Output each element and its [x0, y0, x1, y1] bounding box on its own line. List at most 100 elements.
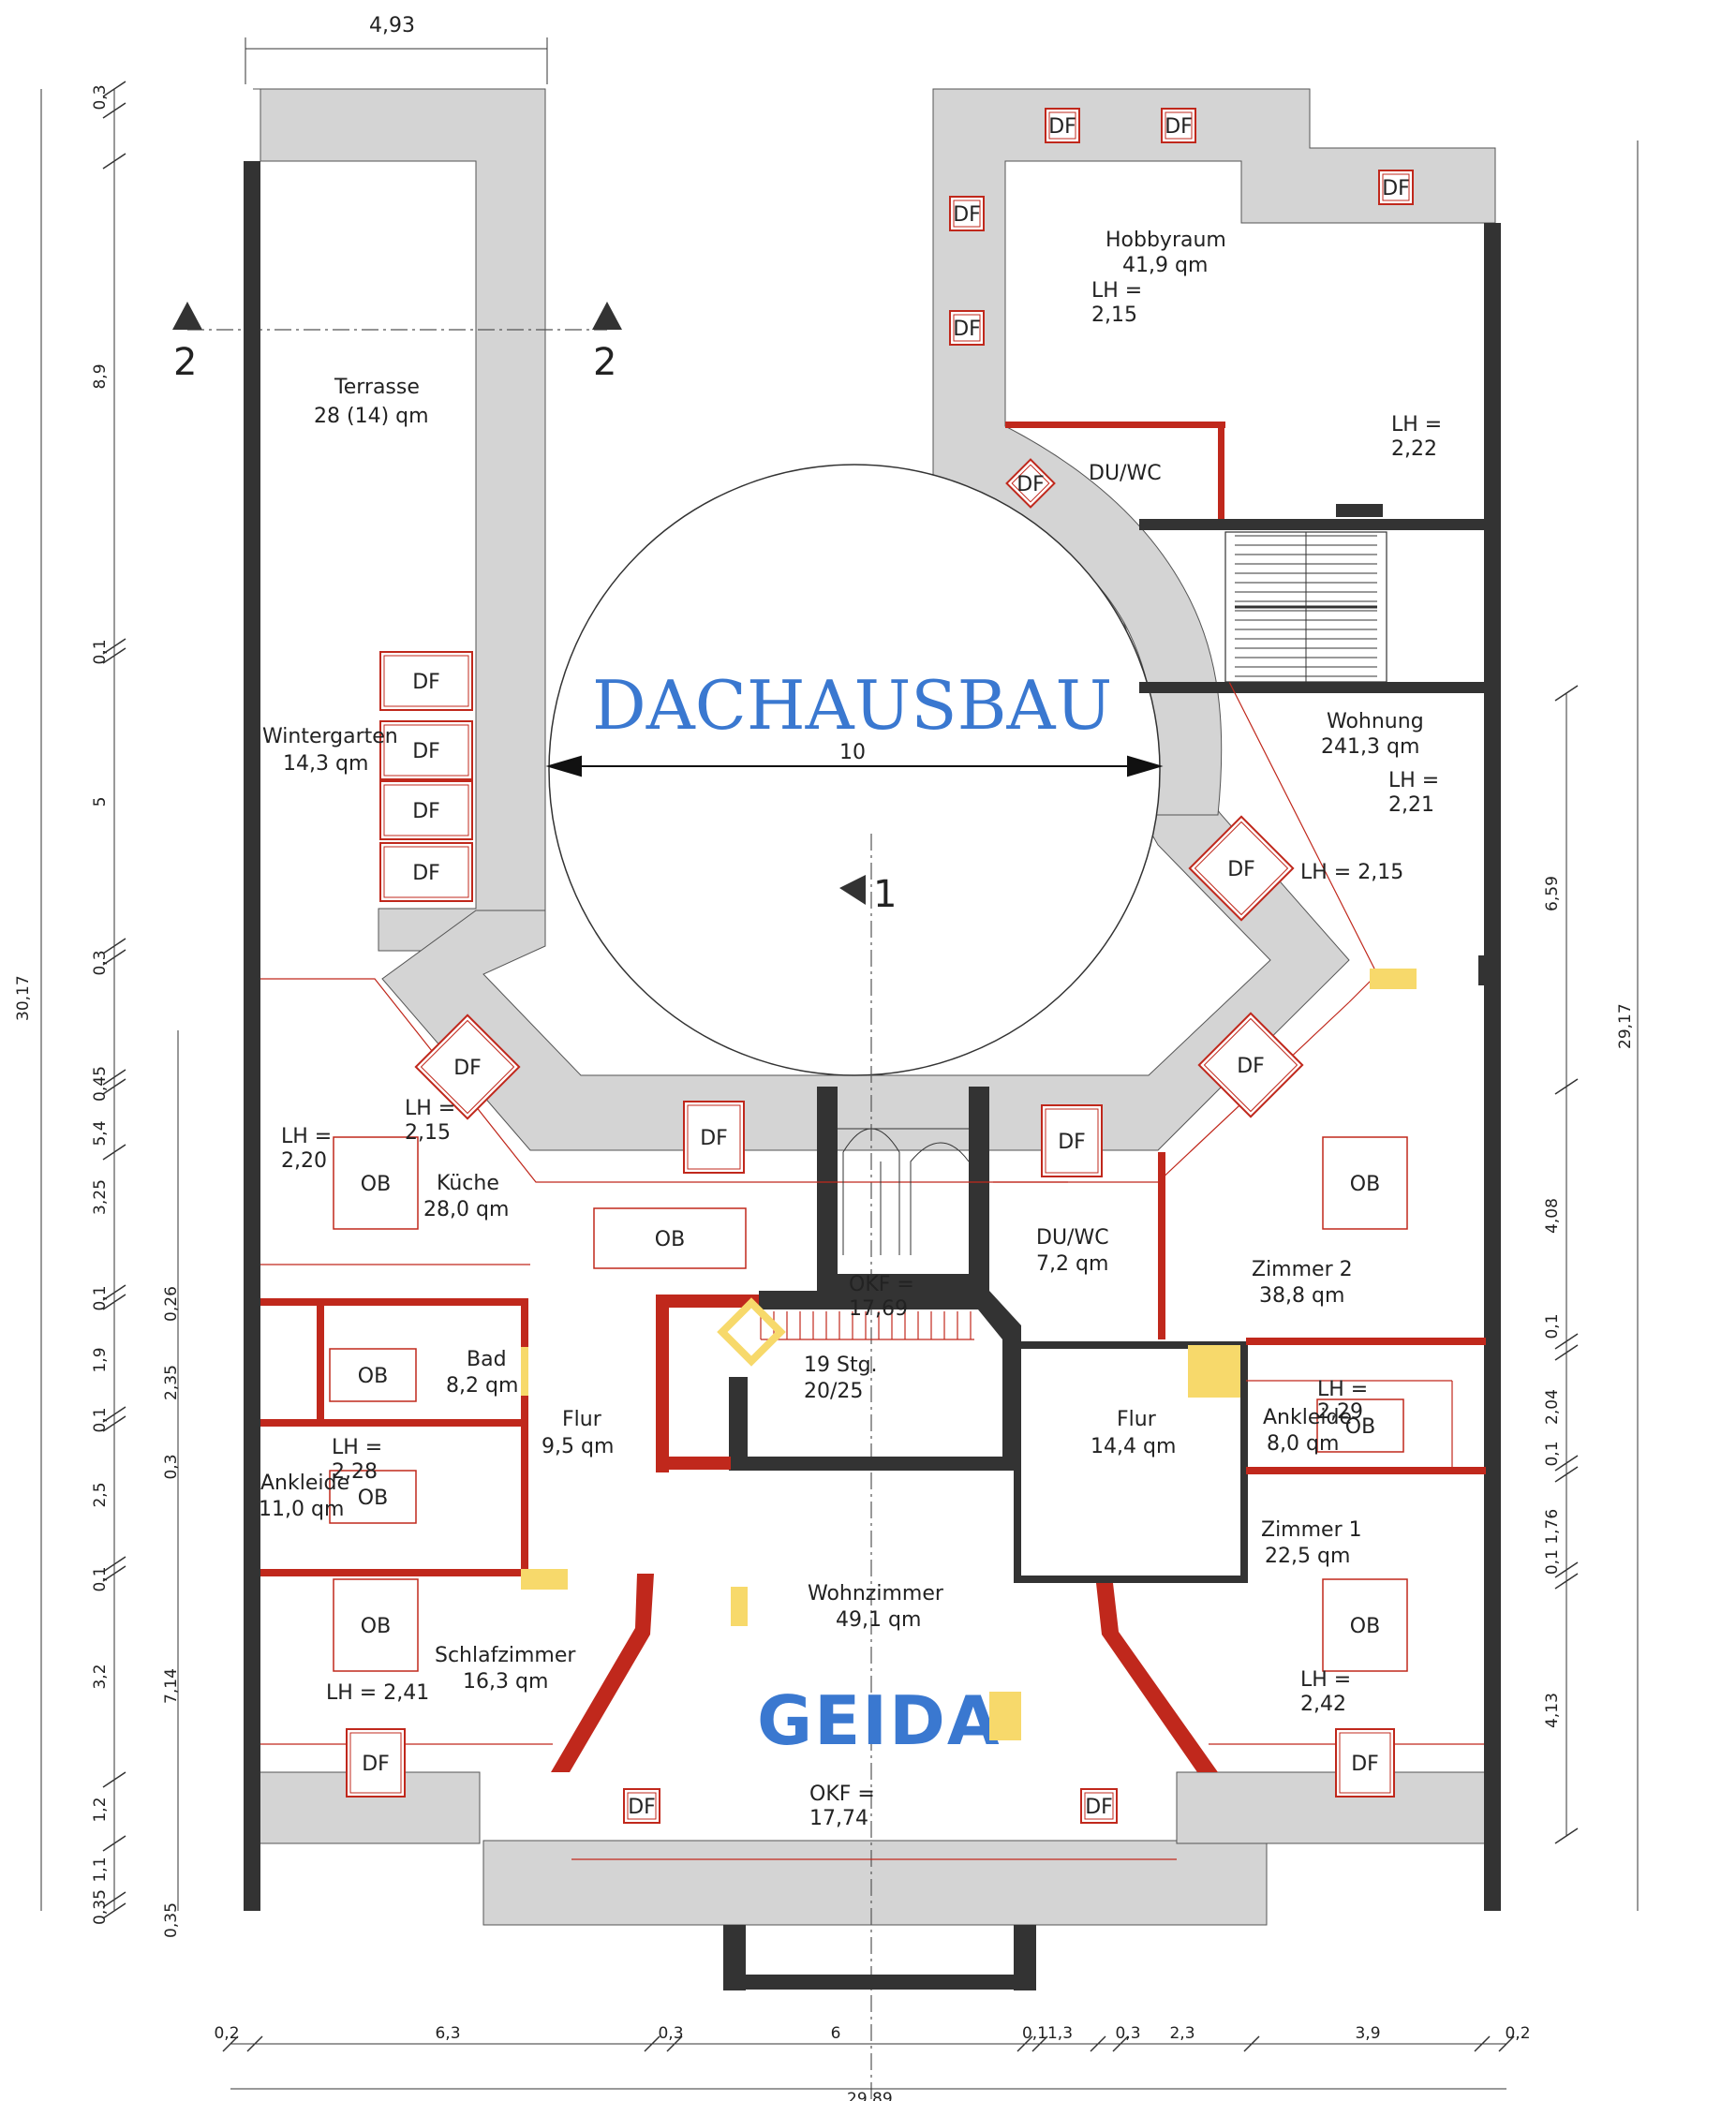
red-walls [260, 422, 1486, 1772]
dim-tick [102, 1902, 126, 1919]
dim-tick [1554, 1466, 1579, 1483]
dim-left-inner-label: 2,35 [162, 1365, 181, 1400]
flur-left-area: 9,5 qm [542, 1435, 614, 1458]
dim-left-label: 0,45 [91, 1066, 110, 1102]
df-label: DF [412, 800, 440, 823]
wintergarten-name: Wintergarten [262, 725, 398, 748]
dim-tick [666, 2035, 683, 2052]
df-label: DF [412, 862, 440, 885]
ob-box-6 [333, 1578, 419, 1672]
stairs-center [838, 1128, 970, 1255]
dim-bottom-label: 6,3 [435, 2024, 460, 2043]
okf-bottom-b: 17,74 [809, 1807, 868, 1830]
dim-tick [222, 2035, 239, 2052]
df-label: DF [1237, 1055, 1265, 1078]
df-window-11 [1197, 1012, 1304, 1118]
df-label: DF [1227, 858, 1255, 881]
hobby-lh2: 2,15 [1091, 303, 1137, 327]
circle-dimension [545, 755, 1164, 777]
roof-opening-circle [548, 464, 1161, 1076]
dim-right-label: 0,1 1,76 [1543, 1509, 1562, 1575]
dim-left-label: 3,2 [91, 1664, 110, 1689]
dim-tick [1243, 2035, 1260, 2052]
dim-left-label: 0,35 [91, 1889, 110, 1925]
stairs-red [760, 1311, 974, 1340]
dim-tick [1554, 1455, 1579, 1472]
title-dachausbau: DACHAUSBAU [592, 666, 1112, 745]
schlaf-lh: LH = 2,41 [326, 1681, 429, 1705]
df-label: DF [412, 671, 440, 694]
wohnung-name: Wohnung [1327, 710, 1424, 733]
df-window-13 [683, 1101, 745, 1174]
duwc-top-name: DU/WC [1089, 462, 1162, 485]
zimmer1-lh1: LH = [1300, 1668, 1351, 1692]
dim-left-label: 0,1 [91, 1566, 110, 1591]
ob-label: OB [361, 1173, 391, 1196]
df-window-3 [949, 196, 985, 231]
yellow-markers [521, 969, 1417, 1740]
wohnung-area: 241,3 qm [1321, 735, 1419, 759]
dim-tick [102, 1069, 126, 1086]
df-label: DF [700, 1127, 728, 1150]
lh-215-right: LH = 2,15 [1300, 861, 1403, 884]
dim-tick [1498, 2035, 1515, 2052]
dim-tick [1554, 1827, 1579, 1844]
df-window-0 [1045, 108, 1080, 143]
dim-right-labels: 6,594,080,12,040,10,1 1,764,13 [1543, 876, 1562, 1728]
dim-right-label: 6,59 [1543, 876, 1562, 911]
dim-tick [102, 647, 126, 664]
dim-bottom-label: 2,3 [1169, 2024, 1194, 2043]
stairs-steps: 19 Stg. [804, 1354, 878, 1377]
dim-tick [102, 1284, 126, 1301]
ob-label: OB [1350, 1615, 1380, 1638]
dim-tick [102, 1556, 126, 1573]
section-markers [172, 302, 866, 905]
dim-left-inner-label: 0,3 [162, 1454, 181, 1479]
dim-left-label: 0,1 [91, 1407, 110, 1432]
dim-tick [102, 938, 126, 954]
dim-right-label: 0,1 [1543, 1441, 1562, 1466]
kueche-lh-b2: 2,15 [405, 1121, 451, 1145]
dim-tick [102, 1835, 126, 1852]
dim-right-label: 0,1 [1543, 1313, 1562, 1339]
df-label: DF [1351, 1753, 1379, 1776]
dim-left-inner-label: 0,35 [162, 1902, 181, 1938]
dim-left-label: 1,1 [91, 1857, 110, 1882]
section-mark-2-right: 2 [593, 341, 616, 384]
dim-tick [102, 1771, 126, 1788]
dim-top: 4,93 [369, 14, 415, 37]
section-mark-1: 1 [873, 873, 897, 916]
dim-left-label: 5,4 [91, 1120, 110, 1146]
zimmer2-name: Zimmer 2 [1252, 1258, 1353, 1281]
dim-left-label: 5 [91, 797, 110, 807]
ob-label: OB [361, 1615, 391, 1638]
zimmer1-lh2: 2,42 [1300, 1693, 1346, 1716]
ankleide-right-area: 8,0 qm [1267, 1432, 1339, 1456]
flur-right-area: 14,4 qm [1091, 1435, 1176, 1458]
df-window-9 [379, 842, 473, 902]
dim-tick [102, 638, 126, 655]
ob-label: OB [358, 1487, 388, 1510]
dim-tick [246, 2035, 263, 2052]
zimmer2-area: 38,8 qm [1259, 1284, 1344, 1308]
ankleide-right-name: Ankleide [1263, 1406, 1352, 1429]
zimmer1-area: 22,5 qm [1265, 1545, 1350, 1568]
dim-bottom-label: 0,2 [214, 2024, 239, 2043]
dim-tick [1554, 685, 1579, 702]
wohnung-lh1: LH = [1388, 769, 1439, 792]
dim-tick [1474, 2035, 1491, 2052]
ob-box-1 [593, 1207, 747, 1269]
df-window-8 [379, 780, 473, 840]
terrasse-name: Terrasse [334, 376, 420, 399]
dim-tick [1554, 1333, 1579, 1350]
df-label: DF [453, 1057, 482, 1080]
dark-walls [244, 161, 1501, 1990]
ob-box-0 [333, 1136, 419, 1230]
dim-tick [1554, 1344, 1579, 1361]
df-label: DF [412, 740, 440, 763]
df-window-1 [1161, 108, 1196, 143]
dim-left-label: 3,25 [91, 1179, 110, 1215]
ankleide-right-lh2: 2,29 [1317, 1400, 1363, 1424]
